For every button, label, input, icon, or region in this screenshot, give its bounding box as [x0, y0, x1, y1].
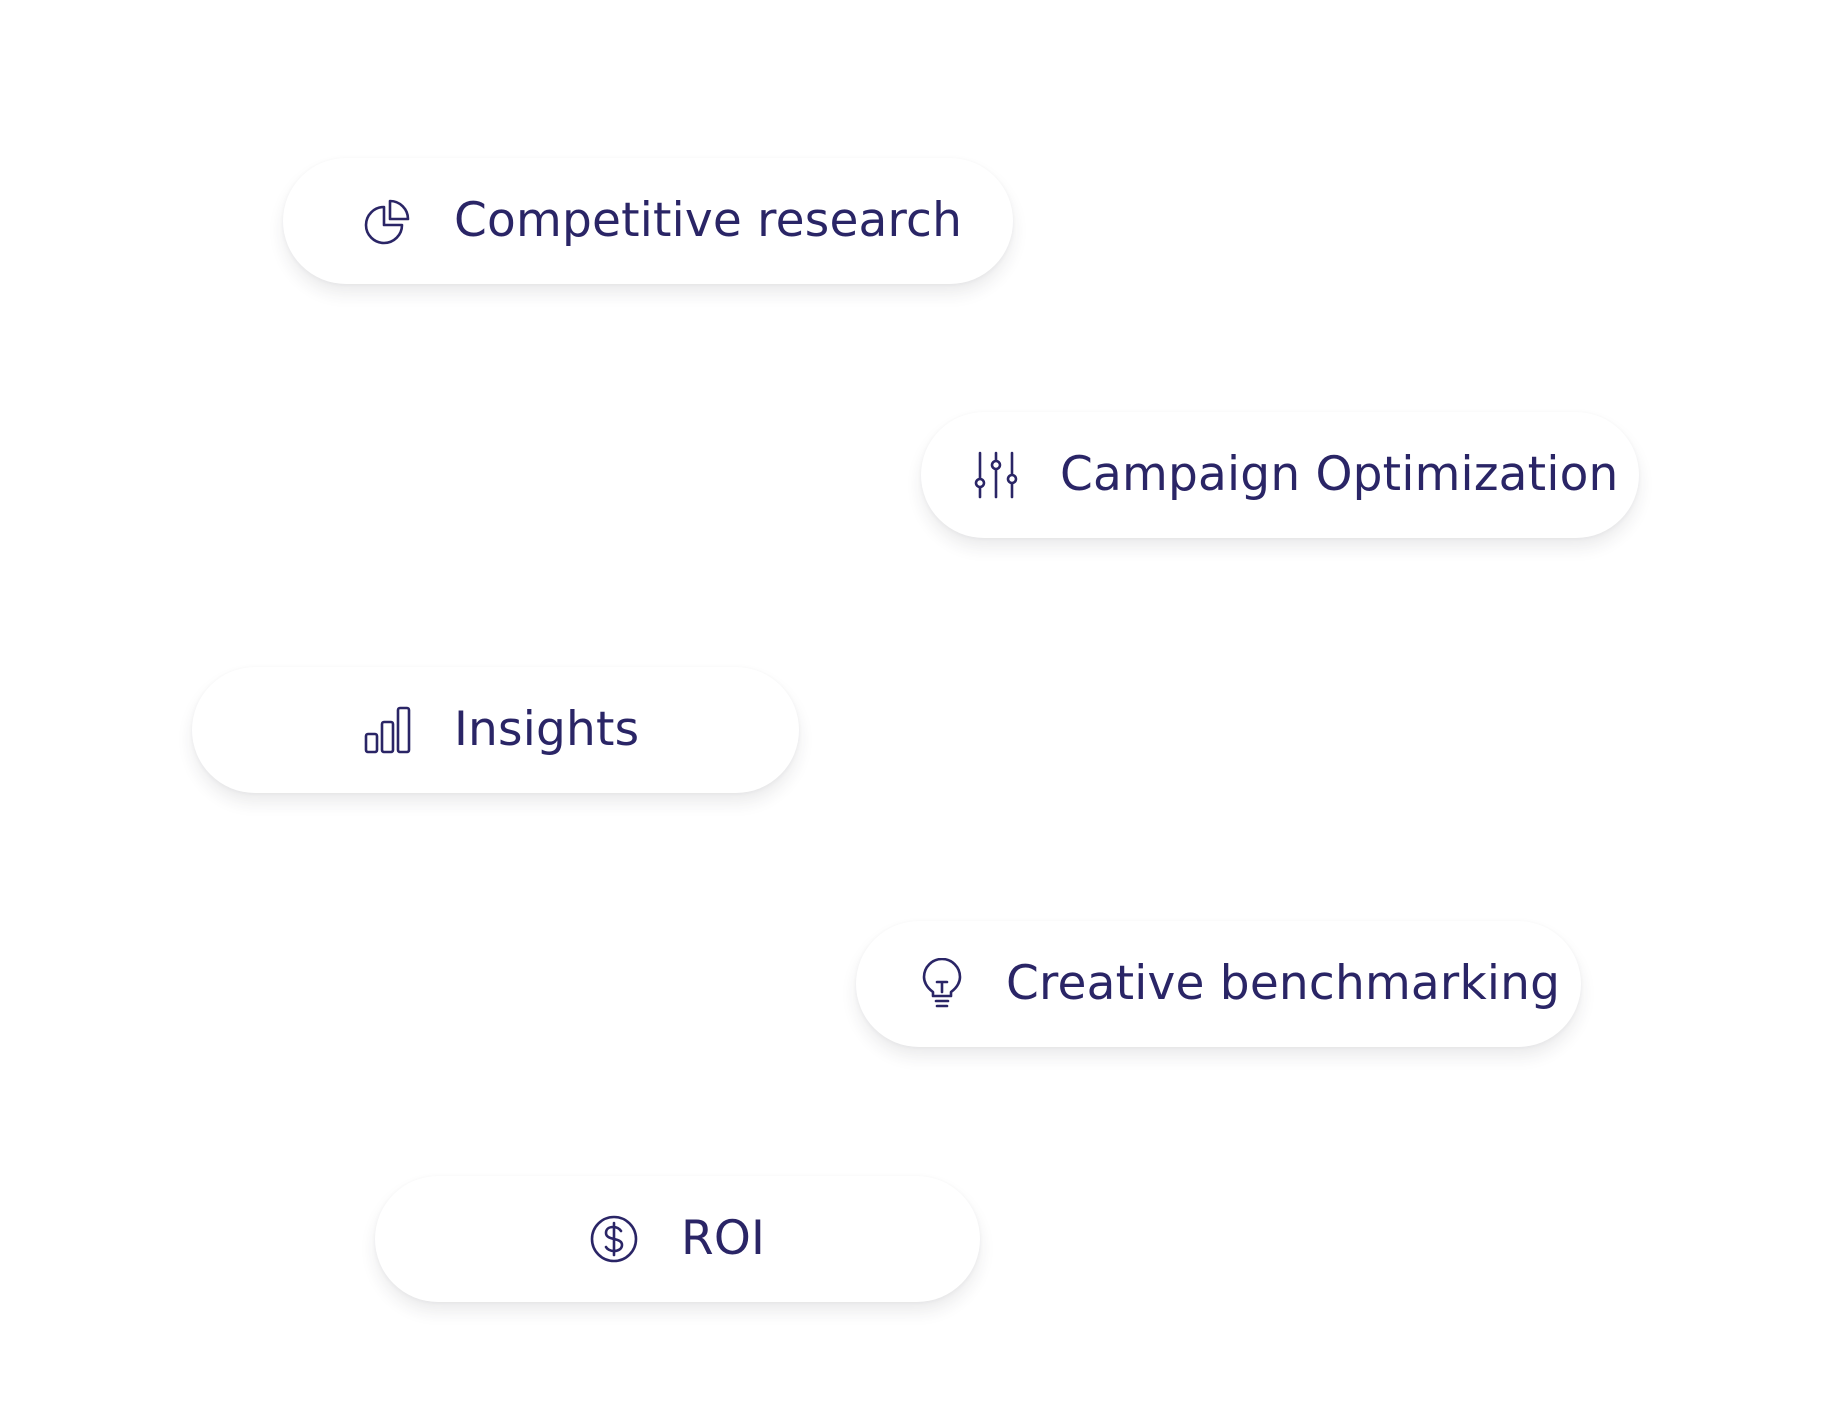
feature-label: ROI [681, 1211, 766, 1266]
feature-pill-campaign-optimization[interactable]: Campaign Optimization [921, 412, 1639, 538]
feature-label: Competitive research [454, 193, 963, 248]
feature-label: Creative benchmarking [1006, 956, 1561, 1011]
dollar-circle-icon [588, 1213, 640, 1265]
feature-label: Campaign Optimization [1060, 447, 1619, 502]
pie-chart-icon [362, 195, 414, 247]
feature-label: Insights [454, 702, 640, 757]
feature-pill-creative-benchmarking[interactable]: Creative benchmarking [856, 921, 1581, 1047]
lightbulb-icon [916, 958, 968, 1010]
feature-pill-competitive-research[interactable]: Competitive research [283, 158, 1013, 284]
sliders-icon [970, 449, 1022, 501]
feature-pill-roi[interactable]: ROI [375, 1176, 980, 1302]
bar-chart-icon [362, 704, 414, 756]
feature-pill-insights[interactable]: Insights [192, 667, 799, 793]
